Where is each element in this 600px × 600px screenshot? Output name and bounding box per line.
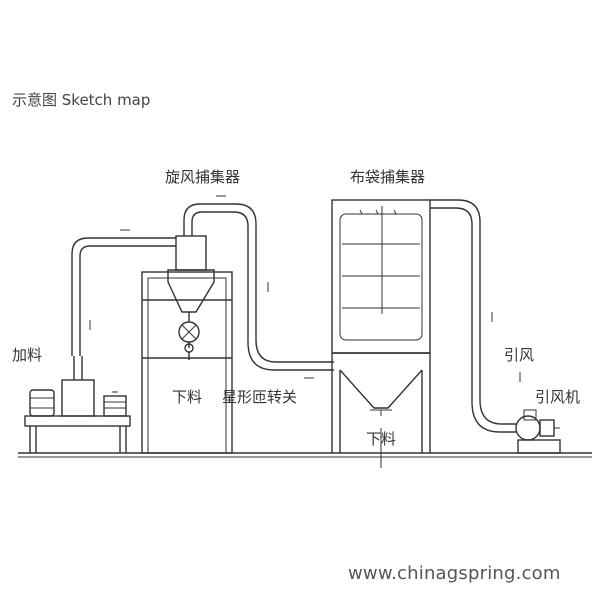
cyclone-label: 旋风捕集器 <box>165 168 241 186</box>
discharge-left-label: 下料 <box>172 388 203 406</box>
cyclone-frame <box>141 271 233 454</box>
fan-label: 引风机 <box>535 388 581 406</box>
feed-label: 加料 <box>12 346 43 364</box>
bag-filter-label: 布袋捕集器 <box>350 168 426 186</box>
bag-filter <box>331 199 431 468</box>
inlet-duct <box>71 229 176 356</box>
star-valve-label: 星形匝转关 <box>222 388 298 406</box>
website-watermark: www.chinagspring.com <box>348 563 561 584</box>
transfer-duct <box>183 195 334 379</box>
diagram-title: 示意图 Sketch map <box>12 91 151 109</box>
exhaust-duct <box>430 199 521 433</box>
mill-unit <box>24 356 131 453</box>
induced-draft-fan <box>515 409 561 454</box>
cyclone-collector <box>167 235 215 360</box>
ground-line <box>18 452 592 458</box>
induced-air-label: 引风 <box>504 346 535 364</box>
